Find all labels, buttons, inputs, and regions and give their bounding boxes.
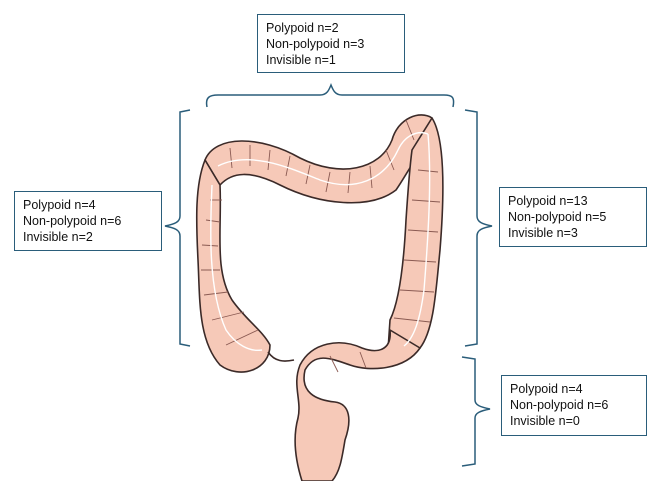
bracket-ascending: [165, 110, 190, 346]
transverse-colon: [205, 115, 432, 203]
ascending-colon: [197, 160, 270, 372]
appendix: [268, 352, 294, 361]
ascending-invisible-count: Invisible n=2: [23, 229, 153, 245]
ascending-colon-counts: Polypoid n=4 Non-polypoid n=6 Invisible …: [14, 191, 162, 251]
transverse-polypoid-count: Polypoid n=2: [266, 20, 396, 36]
bracket-transverse: [207, 85, 454, 107]
ascending-polypoid-count: Polypoid n=4: [23, 197, 153, 213]
bracket-sigmoid: [462, 357, 490, 466]
descending-non-polypoid-count: Non-polypoid n=5: [508, 209, 638, 225]
colon-illustration: [197, 115, 443, 481]
descending-colon-counts: Polypoid n=13 Non-polypoid n=5 Invisible…: [499, 187, 647, 247]
ascending-non-polypoid-count: Non-polypoid n=6: [23, 213, 153, 229]
sigmoid-non-polypoid-count: Non-polypoid n=6: [510, 397, 638, 413]
transverse-colon-counts: Polypoid n=2 Non-polypoid n=3 Invisible …: [257, 14, 405, 73]
bracket-descending: [465, 110, 492, 346]
sigmoid-rectum: [295, 330, 420, 481]
sigmoid-invisible-count: Invisible n=0: [510, 413, 638, 429]
sigmoid-rectum-counts: Polypoid n=4 Non-polypoid n=6 Invisible …: [501, 375, 647, 436]
transverse-invisible-count: Invisible n=1: [266, 52, 396, 68]
descending-invisible-count: Invisible n=3: [508, 225, 638, 241]
transverse-non-polypoid-count: Non-polypoid n=3: [266, 36, 396, 52]
sigmoid-polypoid-count: Polypoid n=4: [510, 381, 638, 397]
descending-polypoid-count: Polypoid n=13: [508, 193, 638, 209]
